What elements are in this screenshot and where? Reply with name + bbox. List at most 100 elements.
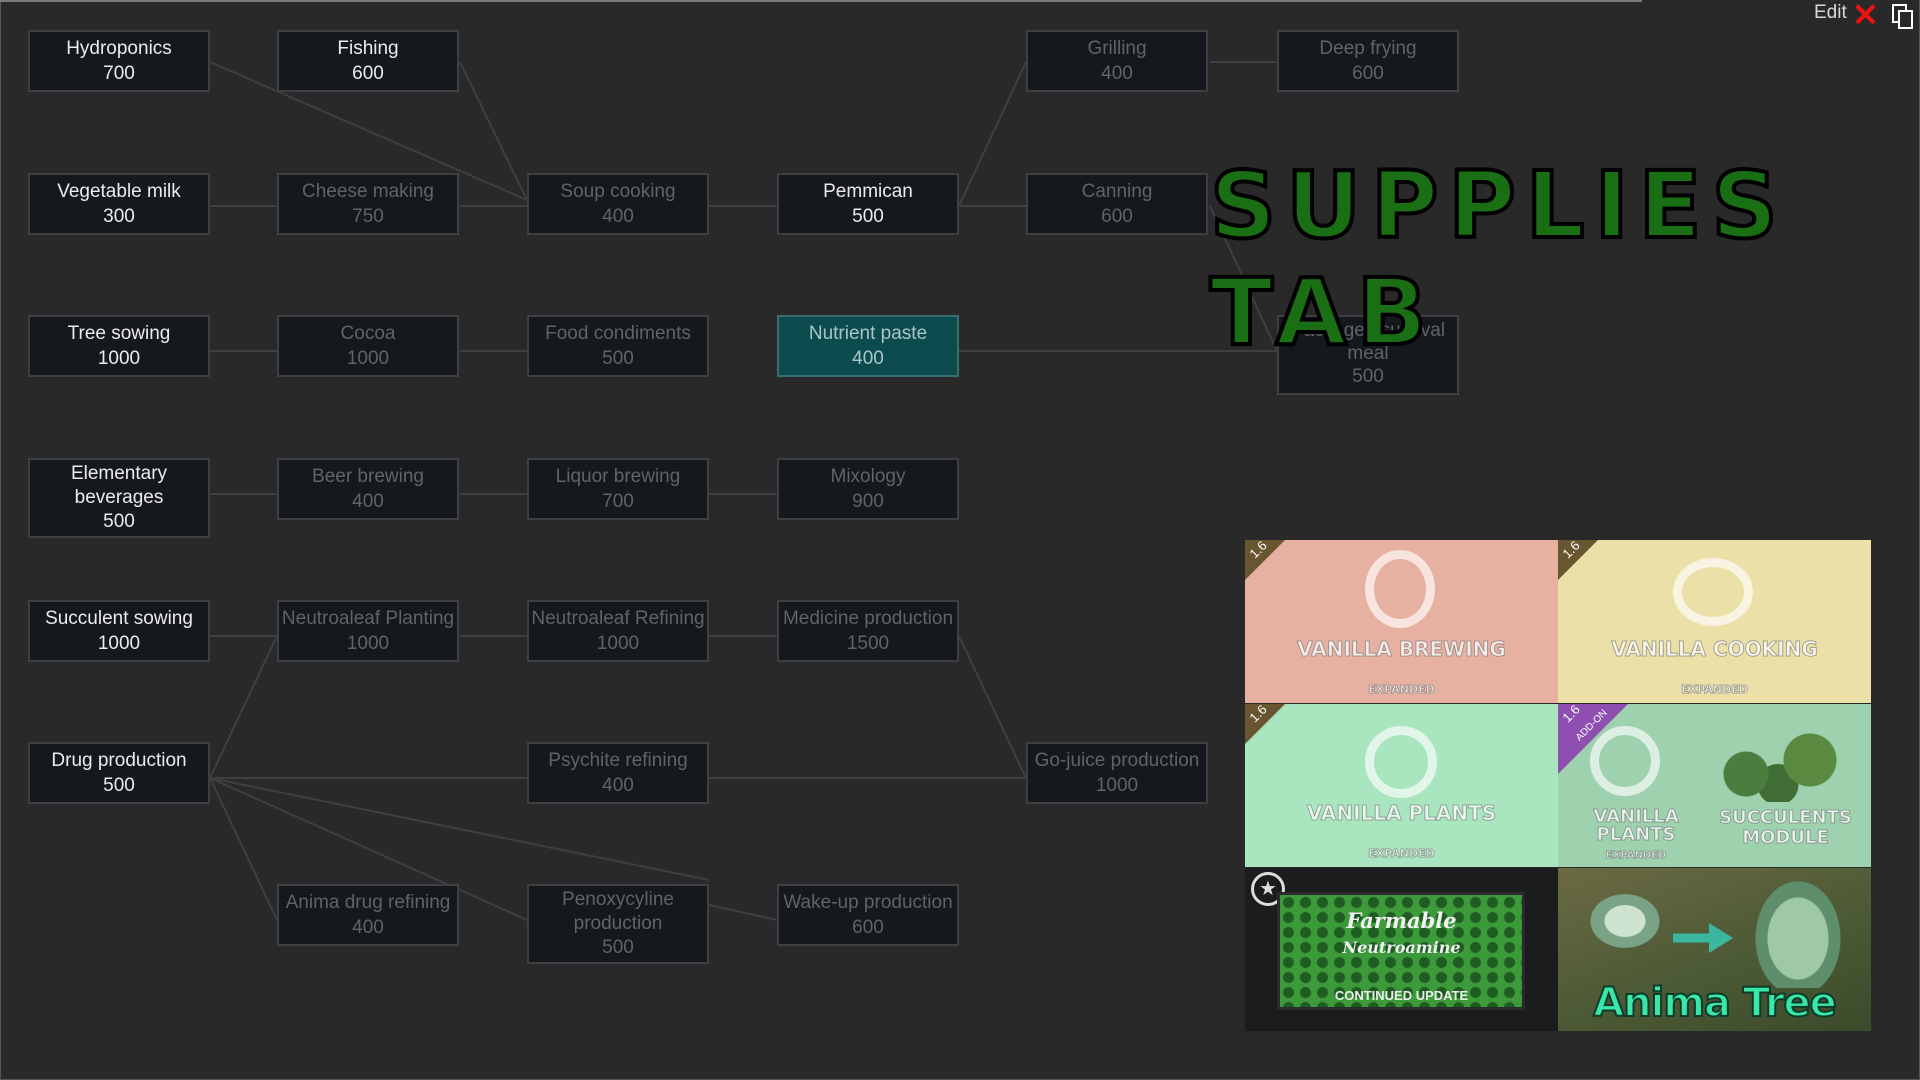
node-cost: 400: [602, 775, 634, 796]
mod-title-line1: Farmable: [1346, 908, 1457, 933]
connector-line: [958, 61, 1027, 207]
node-cost: 900: [852, 491, 884, 512]
mod-title: Anima Tree Pet: [1592, 979, 1838, 1031]
node-name: Succulent sowing: [45, 608, 193, 629]
node-cost: 300: [103, 206, 135, 227]
copy-icon[interactable]: [1892, 4, 1914, 30]
connector-line: [958, 635, 1027, 779]
mod-subtitle: EXPANDED: [1368, 683, 1436, 697]
node-cost: 500: [103, 775, 135, 796]
node-name: Psychite refining: [548, 750, 688, 771]
node-name: Deep frying: [1319, 38, 1417, 59]
connector-line: [708, 904, 778, 921]
mod-tile-vanilla-brewing: 1.6 VANILLA BREWING EXPANDED: [1245, 540, 1558, 703]
node-cost: 500: [1352, 366, 1384, 387]
tech-node-liquor-brewing[interactable]: Liquor brewing 700: [527, 458, 709, 520]
tech-node-drug-production[interactable]: Drug production 500: [28, 742, 210, 804]
node-name: Drug production: [51, 750, 187, 771]
node-name: Packaged survival meal: [1290, 320, 1446, 364]
node-name: Mixology: [830, 466, 906, 487]
node-cost: 1000: [596, 633, 640, 654]
tech-node-mixology[interactable]: Mixology 900: [777, 458, 959, 520]
tech-node-psychite-refining[interactable]: Psychite refining 400: [527, 742, 709, 804]
mod-tile-vanilla-cooking: 1.6 VANILLA COOKING EXPANDED: [1558, 540, 1871, 703]
node-name: Neutroaleaf Planting: [281, 608, 455, 629]
node-cost: 500: [602, 937, 634, 958]
mod-subtitle: EXPANDED: [1368, 847, 1436, 861]
edit-button[interactable]: Edit: [1814, 2, 1847, 23]
tech-node-tree-sowing[interactable]: Tree sowing 1000: [28, 315, 210, 377]
node-name: Go-juice production: [1034, 750, 1200, 771]
connector-line: [209, 777, 528, 921]
node-name: Vegetable milk: [57, 181, 181, 202]
mod-title-line2: Neutroamine: [1342, 938, 1461, 957]
version-badge: [1558, 540, 1598, 580]
node-name: Liquor brewing: [555, 466, 681, 487]
node-name: Canning: [1081, 181, 1153, 202]
connector-line: [209, 777, 278, 921]
mod-title: VANILLA PLANTS: [1593, 806, 1679, 845]
tech-node-cocoa[interactable]: Cocoa 1000: [277, 315, 459, 377]
module-title: SUCCULENTS MODULE: [1719, 807, 1853, 848]
node-cost: 500: [103, 511, 135, 532]
node-cost: 1000: [346, 348, 390, 369]
succulents-image: [1698, 732, 1858, 802]
tech-node-cheese-making[interactable]: Cheese making 750: [277, 173, 459, 235]
mod-subtitle: EXPANDED: [1681, 683, 1749, 697]
mod-tile-farmable-neutroamine: ★ Farmable Neutroamine CONTINUED UPDATE: [1245, 868, 1558, 1031]
tech-node-neutroaleaf-refining[interactable]: Neutroaleaf Refining 1000: [527, 600, 709, 662]
connector-line: [209, 61, 528, 201]
node-name: Grilling: [1087, 38, 1147, 59]
node-cost: 1000: [346, 633, 390, 654]
node-cost: 700: [602, 491, 634, 512]
tech-node-hydroponics[interactable]: Hydroponics 700: [28, 30, 210, 92]
mod-subtitle: CONTINUED UPDATE: [1334, 988, 1469, 1003]
window-top-border: [0, 0, 1642, 2]
mod-title: VANILLA BREWING: [1297, 637, 1507, 661]
mod-tile-anima-tree-pet: Anima Tree Pet: [1558, 868, 1871, 1031]
node-cost: 600: [352, 63, 384, 84]
node-name: Fishing: [337, 38, 399, 59]
node-cost: 1000: [1095, 775, 1139, 796]
node-cost: 700: [103, 63, 135, 84]
tech-node-gojuice-production[interactable]: Go-juice production 1000: [1026, 742, 1208, 804]
connector-line: [209, 777, 710, 881]
page-title: SUPPLIES TAB: [1208, 150, 1788, 368]
node-name: Penoxycyline production: [562, 889, 674, 934]
arrow-right-icon: [1673, 923, 1733, 953]
node-name: Nutrient paste: [808, 323, 928, 344]
node-name: Hydroponics: [66, 38, 172, 59]
node-cost: 1000: [97, 348, 141, 369]
connector-line: [459, 61, 528, 201]
node-name: Cheese making: [301, 181, 435, 202]
version-badge: [1245, 704, 1285, 744]
close-icon[interactable]: ✕: [1852, 0, 1879, 33]
node-name: Tree sowing: [67, 323, 171, 344]
tech-node-vegetable-milk[interactable]: Vegetable milk 300: [28, 173, 210, 235]
connector-line: [209, 635, 278, 779]
node-cost: 400: [602, 206, 634, 227]
node-cost: 500: [852, 206, 884, 227]
tech-node-penoxycyline-production[interactable]: Penoxycyline production 500: [527, 884, 709, 964]
node-cost: 750: [352, 206, 384, 227]
node-name: Neutroaleaf Refining: [531, 608, 705, 629]
mod-tile-vanilla-plants: 1.6 VANILLA PLANTS EXPANDED: [1245, 704, 1558, 867]
node-name: Cocoa: [340, 323, 396, 344]
tech-node-fishing[interactable]: Fishing 600: [277, 30, 459, 92]
tech-node-neutroaleaf-planting[interactable]: Neutroaleaf Planting 1000: [277, 600, 459, 662]
